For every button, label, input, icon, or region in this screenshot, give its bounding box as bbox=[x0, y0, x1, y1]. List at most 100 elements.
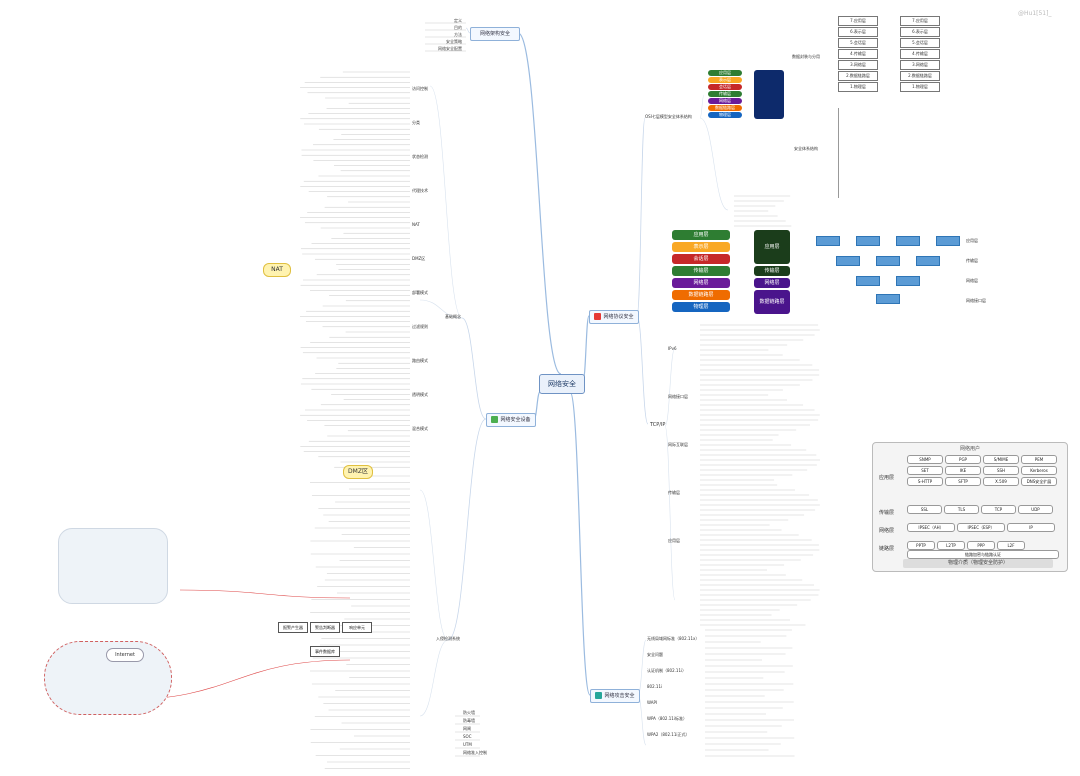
stack-item: PGP bbox=[945, 455, 981, 464]
branch-link bbox=[447, 418, 487, 641]
osi-layer-block: 应用层 bbox=[708, 70, 742, 76]
branch-security-devices[interactable]: 网络安全设备 bbox=[486, 413, 536, 427]
stack-row-label: 网络层 bbox=[879, 528, 895, 534]
stack-item: PPP bbox=[967, 541, 995, 550]
stack-bottom: 物理介质（物理安全防护） bbox=[903, 559, 1053, 568]
tcpip-node: TCP/IP bbox=[649, 422, 665, 428]
flow-box bbox=[896, 236, 920, 246]
stack-title: 网络用户 bbox=[959, 446, 980, 452]
osi-title: OSI七层模型安全体系结构 bbox=[645, 113, 692, 119]
stack-item: TCP bbox=[981, 505, 1016, 514]
firewall-item: DMZ区 bbox=[412, 256, 425, 261]
osi-stack-layer: 6.表示层 bbox=[838, 27, 878, 37]
osi-stack-layer: 2.数据链路层 bbox=[900, 71, 940, 81]
branch-link bbox=[461, 317, 487, 420]
branch-link bbox=[582, 315, 590, 381]
osi-stack-layer: 4.传输层 bbox=[838, 49, 878, 59]
osi-stack-layer: 6.表示层 bbox=[900, 27, 940, 37]
layer-block: 物理层 bbox=[672, 302, 730, 312]
group-other-device: 防火墙 bbox=[463, 709, 475, 715]
stack-item: PPTP bbox=[907, 541, 935, 550]
layer-group-block: 传输层 bbox=[754, 266, 790, 276]
group-other-device: 网络准入控制 bbox=[463, 749, 487, 755]
ids-flowchart: 报警产生器警告判断器响应单元事件数据库 bbox=[276, 620, 406, 662]
tcpip-item: IPv6 bbox=[668, 346, 677, 351]
branch-link bbox=[419, 299, 463, 319]
layer-group-block: 网络层 bbox=[754, 278, 790, 288]
tcpip-item: 网络接口层 bbox=[668, 393, 688, 399]
branch-link bbox=[664, 347, 676, 427]
osi-color-panel: 应用层表示层会话层传输层网络层数据链路层物理层 bbox=[704, 70, 786, 120]
stack-item: SSL bbox=[907, 505, 942, 514]
layer-mapping-blocks: 应用层表示层会话层传输层网络层数据链路层物理层应用层传输层网络层数据链路层 bbox=[672, 230, 792, 320]
osi-stack-layer: 2.数据链路层 bbox=[838, 71, 878, 81]
firewall-item: 过滤规则 bbox=[412, 323, 428, 329]
stack-item: 链路加密与链路认证 bbox=[907, 550, 1059, 559]
flow-box bbox=[916, 256, 940, 266]
branch-link bbox=[699, 117, 729, 211]
firewall-item: 代理技术 bbox=[412, 187, 428, 193]
stack-item: L2F bbox=[997, 541, 1025, 550]
flow-box bbox=[856, 276, 880, 286]
group-basic-security: 基础概念 bbox=[445, 313, 461, 319]
branch-wireless-security[interactable]: 网络攻击安全 bbox=[590, 689, 640, 703]
branch-protocol-security[interactable]: 网络协议安全 bbox=[589, 310, 639, 324]
flow-side-label: 传输层 bbox=[966, 257, 978, 263]
stack-row-label: 传输层 bbox=[879, 510, 895, 516]
stack-item: DNS安全扩展 bbox=[1021, 477, 1057, 486]
flow-box bbox=[876, 294, 900, 304]
stack-item: IP bbox=[1007, 523, 1055, 532]
osi-stack-layer: 7.应用层 bbox=[838, 16, 878, 26]
layer-block: 表示层 bbox=[672, 242, 730, 252]
osi-stack-layer: 1.物理层 bbox=[838, 82, 878, 92]
osi-layer-block: 会话层 bbox=[708, 84, 742, 90]
osi-stack-layer: 4.传输层 bbox=[900, 49, 940, 59]
osi-layer-block: 表示层 bbox=[708, 77, 742, 83]
osi-stack-layer: 5.会话层 bbox=[838, 38, 878, 48]
arch-item: 方法 bbox=[454, 31, 462, 37]
osi-stack-layer: 3.网络层 bbox=[900, 60, 940, 70]
osi-layer-block: 网络层 bbox=[708, 98, 742, 104]
stack-item: S/MIME bbox=[983, 455, 1019, 464]
ids-box: 警告判断器 bbox=[310, 622, 340, 633]
flow-box bbox=[856, 236, 880, 246]
branch-label: 网络攻击安全 bbox=[604, 693, 635, 699]
branch-label: 网络架构安全 bbox=[479, 31, 510, 37]
ids-box: 响应单元 bbox=[342, 622, 372, 633]
stack-item: Kerberos bbox=[1021, 466, 1057, 475]
firewall-item: 透明模式 bbox=[412, 391, 428, 397]
group-ids: 入侵检测系统 bbox=[436, 635, 460, 641]
branch-link bbox=[636, 117, 646, 317]
wireless-item: WAPI bbox=[647, 700, 657, 705]
tcpip-item: 应用层 bbox=[668, 537, 680, 543]
branch-network-architecture[interactable]: 网络架构安全 bbox=[470, 27, 520, 41]
osi-stack-layer: 5.会话层 bbox=[900, 38, 940, 48]
branch-link bbox=[429, 85, 463, 319]
osi-stack-layer: 7.应用层 bbox=[900, 16, 940, 26]
osi-layer-block: 传输层 bbox=[708, 91, 742, 97]
branch-icon bbox=[595, 692, 603, 699]
branch-link bbox=[465, 27, 471, 34]
stack-item: SFTP bbox=[945, 477, 981, 486]
center-node[interactable]: 网络安全 bbox=[539, 374, 585, 394]
stack-row-label: 应用层 bbox=[879, 475, 895, 481]
branch-icon bbox=[594, 313, 602, 320]
arch-item: 目的 bbox=[454, 24, 462, 30]
dmz-node[interactable]: DMZ区 bbox=[343, 465, 373, 479]
stack-row-label: 链路层 bbox=[879, 546, 895, 552]
arch-item: 网络安全配置 bbox=[438, 45, 462, 51]
nat-node[interactable]: NAT bbox=[263, 263, 291, 277]
security-architecture-diagram bbox=[838, 108, 879, 198]
branch-label: 网络协议安全 bbox=[603, 314, 634, 320]
osi-layer-block: 物理层 bbox=[708, 112, 742, 118]
internet-cloud: Internet bbox=[106, 648, 144, 662]
stack-item: IPSEC（AH） bbox=[907, 523, 955, 532]
wireless-item: 安全问题 bbox=[647, 651, 663, 657]
firewall-item: 状态检测 bbox=[412, 153, 428, 159]
stack-item: SSH bbox=[983, 466, 1019, 475]
ids-box: 报警产生器 bbox=[278, 622, 308, 633]
layer-block: 会话层 bbox=[672, 254, 730, 264]
